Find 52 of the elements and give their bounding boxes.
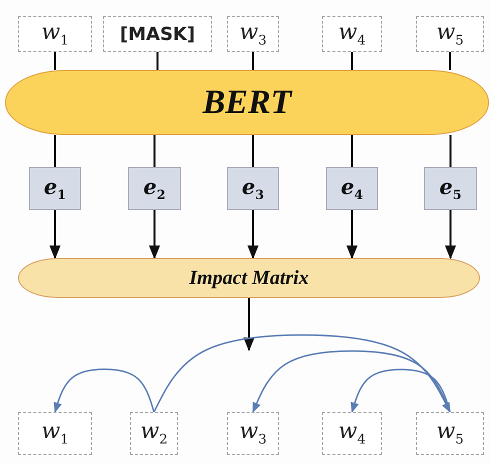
word-box bbox=[322, 412, 382, 455]
connector-line bbox=[351, 135, 353, 167]
token-label: e$_{4}$ bbox=[340, 174, 364, 203]
token-label: w$_{1}$ bbox=[41, 20, 69, 48]
token-label: w$_{4}$ bbox=[338, 419, 366, 448]
token-label: w$_{3}$ bbox=[239, 419, 267, 448]
arrow bbox=[243, 298, 255, 352]
token-label: w$_{1}$ bbox=[41, 419, 69, 448]
connector-line bbox=[54, 52, 56, 70]
arrow bbox=[49, 210, 61, 260]
connector-line bbox=[252, 135, 254, 167]
connector-line bbox=[252, 52, 254, 70]
connector-line bbox=[154, 135, 156, 167]
word-box bbox=[416, 412, 484, 455]
embedding-box bbox=[227, 167, 279, 210]
token-label: w$_{4}$ bbox=[338, 20, 366, 48]
token-label: e$_{5}$ bbox=[439, 174, 462, 203]
token-label: w$_{5}$ bbox=[436, 419, 464, 448]
connector-line bbox=[351, 52, 353, 70]
word-box bbox=[227, 16, 279, 52]
arrow bbox=[444, 210, 456, 260]
word-box bbox=[322, 16, 382, 52]
word-box bbox=[416, 16, 484, 52]
connector-line bbox=[449, 52, 451, 70]
dependency-arc bbox=[153, 334, 451, 413]
token-label: w$_{5}$ bbox=[436, 20, 464, 48]
band-label: BERT bbox=[202, 84, 292, 122]
token-label: e$_{3}$ bbox=[242, 174, 264, 203]
token-label: [MASK] bbox=[120, 24, 196, 44]
embedding-box bbox=[326, 167, 378, 210]
token-label: e$_{2}$ bbox=[143, 174, 166, 203]
token-label: w$_{3}$ bbox=[239, 20, 267, 48]
embedding-box bbox=[128, 167, 181, 210]
embedding-box bbox=[424, 167, 477, 210]
word-box bbox=[18, 412, 92, 455]
connector-line bbox=[450, 135, 452, 167]
token-label: w$_{2}$ bbox=[140, 419, 168, 448]
dependency-arc bbox=[54, 368, 155, 413]
embedding-box bbox=[29, 167, 81, 210]
arrow bbox=[148, 210, 160, 260]
dependency-arc bbox=[350, 368, 451, 413]
band-label: Impact Matrix bbox=[189, 266, 309, 290]
mask-token-box bbox=[103, 16, 212, 52]
arrow bbox=[346, 210, 358, 260]
word-box bbox=[227, 412, 279, 455]
arrow bbox=[247, 210, 259, 260]
dependency-arc bbox=[252, 350, 451, 413]
token-label: e$_{1}$ bbox=[44, 174, 66, 203]
word-box bbox=[18, 16, 92, 52]
connector-line bbox=[54, 135, 56, 167]
word-box bbox=[130, 412, 178, 455]
connector-line bbox=[156, 52, 158, 70]
